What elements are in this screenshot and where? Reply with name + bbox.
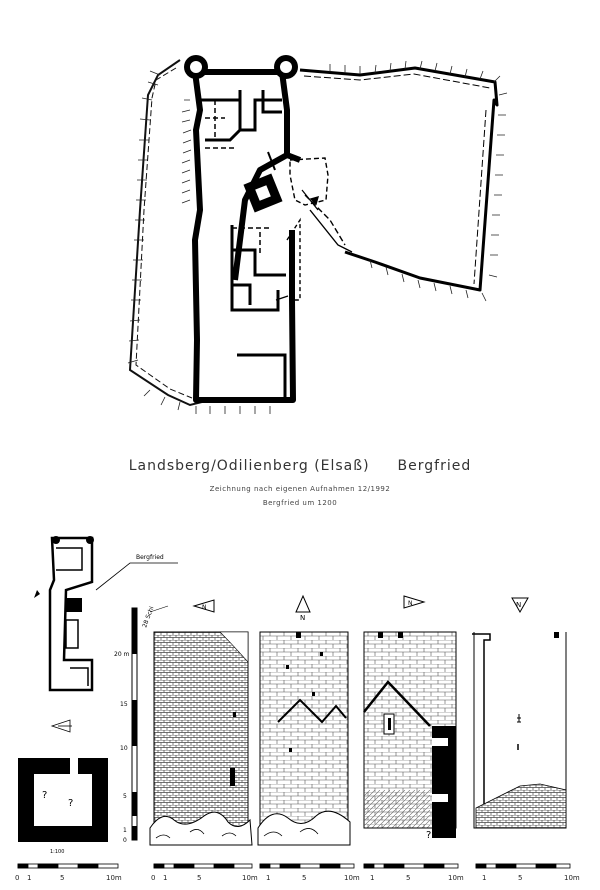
keep-plan (243, 173, 283, 213)
horizontal-scale-bars (17, 863, 571, 869)
scale-label: 0 (15, 874, 19, 882)
elevation-1 (149, 631, 253, 846)
keep-label: Bergfried (397, 458, 472, 474)
plan-scale-label: 1:100 (50, 849, 64, 855)
drawing-title: Landsberg/Odilienberg (Elsaß) Bergfried (0, 458, 600, 474)
scale-bar (259, 863, 355, 869)
elevation-2 (257, 631, 351, 846)
scale-label: 10m (448, 874, 464, 882)
outer-enclosure-thin (303, 73, 491, 285)
slope-hachures-left (127, 70, 271, 414)
unknown-mark: ? (68, 798, 73, 809)
scale-label: 0 (151, 874, 155, 882)
castle-walls (192, 69, 302, 403)
direction-label: N (202, 604, 207, 611)
vertical-scale-label: 1 (123, 827, 127, 834)
scale-bar (363, 863, 459, 869)
gate-ramp (267, 151, 353, 301)
direction-label: N (516, 601, 521, 609)
scale-label: 1 (266, 874, 270, 882)
scale-bar (17, 863, 119, 869)
vertical-scale-label: 20 m (114, 651, 130, 658)
slope-hachures-right (329, 60, 508, 302)
keep-ground-plan (18, 719, 108, 842)
scale-label: 10m (344, 874, 360, 882)
unknown-mark: ? (42, 790, 47, 801)
locator-label: Bergfried (136, 554, 164, 561)
scale-label: 10m (242, 874, 258, 882)
outer-bailey-wall (128, 59, 211, 407)
scale-label: 10m (564, 874, 580, 882)
drawing-subtitle: Zeichnung nach eigenen Aufnahmen 12/1992 (209, 485, 391, 493)
direction-label: N (408, 600, 413, 607)
elevation-3 (363, 631, 457, 838)
vertical-scale-label: 15 (120, 701, 128, 708)
site-plan (127, 55, 508, 414)
inner-walls (200, 90, 287, 398)
scale-label: 5 (406, 874, 410, 882)
direction-label: N (300, 614, 305, 622)
scale-label: 1 (163, 874, 167, 882)
scale-label: 10m (106, 874, 122, 882)
vertical-scale-label: 5 (123, 793, 127, 800)
scale-bar (475, 863, 571, 869)
scale-bar (153, 863, 253, 869)
scale-label: 5 (197, 874, 201, 882)
vertical-annotation: 28 Schi (141, 605, 155, 628)
direction-markers (149, 594, 529, 614)
scale-label: 5 (518, 874, 522, 882)
unknown-mark: ? (426, 830, 431, 841)
scale-label: 5 (60, 874, 64, 882)
dashed-inner-walls (205, 100, 270, 255)
scale-bar-labels: 0 1 5 10m 0 1 5 10m 1 5 10m 1 5 10m 1 5 … (15, 874, 580, 882)
date-line: Bergfried um 1200 (262, 499, 338, 507)
vertical-scale (131, 607, 138, 841)
elevation-4 (472, 632, 567, 829)
corner-towers (184, 55, 298, 79)
outer-enclosure (299, 66, 499, 292)
vertical-scale-label: 0 (123, 837, 127, 844)
scale-label: 1 (482, 874, 486, 882)
scale-label: 1 (27, 874, 31, 882)
scale-label: 5 (302, 874, 306, 882)
castle-name: Landsberg/Odilienberg (Elsaß) (128, 458, 370, 474)
scale-label: 1 (370, 874, 374, 882)
vertical-scale-label: 10 (120, 745, 128, 752)
locator-thumbnail (34, 536, 178, 692)
